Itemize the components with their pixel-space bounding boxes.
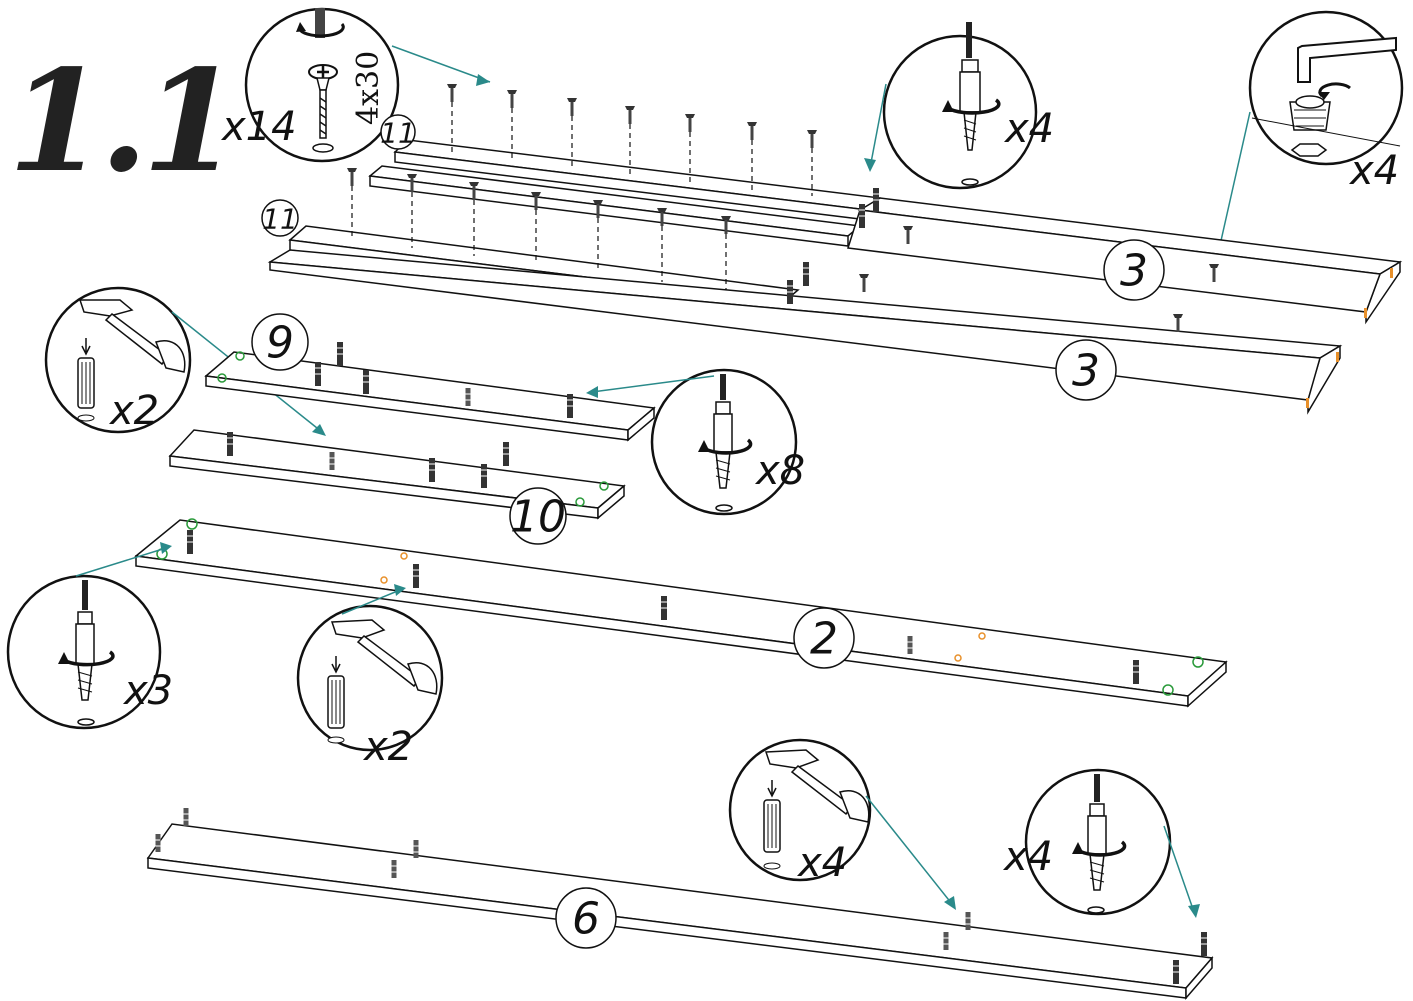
leader-line [1163, 825, 1195, 913]
hammer-icon [764, 749, 870, 823]
dowel-quantity-bottom: x4 [796, 840, 847, 886]
leader-line [391, 45, 491, 83]
cam-bolt-callout-bottom: x4 [1002, 768, 1172, 916]
hammer-icon [330, 619, 438, 695]
allen-key-quantity: x4 [1348, 148, 1399, 194]
dowel-icon [327, 656, 345, 744]
leader-line [75, 547, 167, 577]
cam-bolt-quantity-left: x3 [122, 668, 173, 714]
dowel-icon [763, 780, 781, 870]
part-label-3-upper: 3 [1103, 239, 1165, 301]
part-label-3-lower: 3 [1055, 339, 1117, 401]
leader-line [1217, 111, 1251, 255]
svg-text:3: 3 [1120, 246, 1148, 297]
cam-bolt-icon [698, 374, 753, 512]
svg-text:10: 10 [510, 492, 566, 543]
screws-row-bottom [347, 168, 731, 290]
dowel-callout-center: x2 [296, 604, 444, 770]
allen-key-callout: x4 [1248, 10, 1404, 194]
screw-quantity: x14 [220, 104, 297, 150]
dowel-callout-left: x2 [44, 286, 192, 434]
leader-line [341, 589, 401, 615]
svg-text:9: 9 [266, 318, 294, 369]
hammer-icon [78, 299, 186, 373]
step-number: 1.1 [8, 40, 234, 204]
dowel-icon [77, 338, 95, 422]
board-11-top [368, 139, 882, 247]
svg-text:6: 6 [572, 894, 600, 945]
cam-bolt-callout-mid: x8 [650, 368, 805, 516]
cam-bolt-quantity-top: x4 [1003, 106, 1054, 152]
cam-bolt-callout-left: x3 [6, 574, 173, 730]
svg-text:3: 3 [1072, 346, 1100, 397]
screw-spec-label: 4x30 [351, 51, 386, 125]
cam-bolt-icon [942, 22, 1001, 186]
svg-text:11: 11 [380, 117, 416, 150]
screw-icon [308, 64, 338, 153]
screws-row-top [447, 84, 817, 196]
screw-callout: 4x30 x14 [220, 7, 400, 163]
dowel-callout-bottom: x4 [728, 738, 872, 886]
cam-bolt-quantity-mid: x8 [754, 448, 805, 494]
part-label-2: 2 [793, 607, 855, 669]
part-label-10: 10 [509, 487, 567, 545]
dowel-quantity-center: x2 [362, 724, 413, 770]
svg-text:2: 2 [810, 614, 838, 665]
board-10 [168, 429, 626, 520]
cam-bolt-icon [1072, 774, 1127, 914]
screwdriver-icon [296, 8, 345, 38]
cam-bolt-quantity-bottom: x4 [1002, 834, 1053, 880]
part-label-6: 6 [555, 887, 617, 949]
allen-key-icon [1251, 36, 1401, 157]
part-label-11-top: 11 [380, 114, 416, 150]
dowel-quantity-left: x2 [108, 388, 159, 434]
leader-line [869, 83, 887, 169]
leader-line [591, 375, 715, 393]
cam-bolt-icon [58, 580, 115, 726]
leader-line [865, 795, 953, 905]
part-label-11-left: 11 [261, 199, 299, 237]
svg-text:11: 11 [262, 203, 298, 236]
cam-bolt-callout-top: x4 [882, 22, 1054, 190]
part-label-9: 9 [251, 313, 309, 371]
